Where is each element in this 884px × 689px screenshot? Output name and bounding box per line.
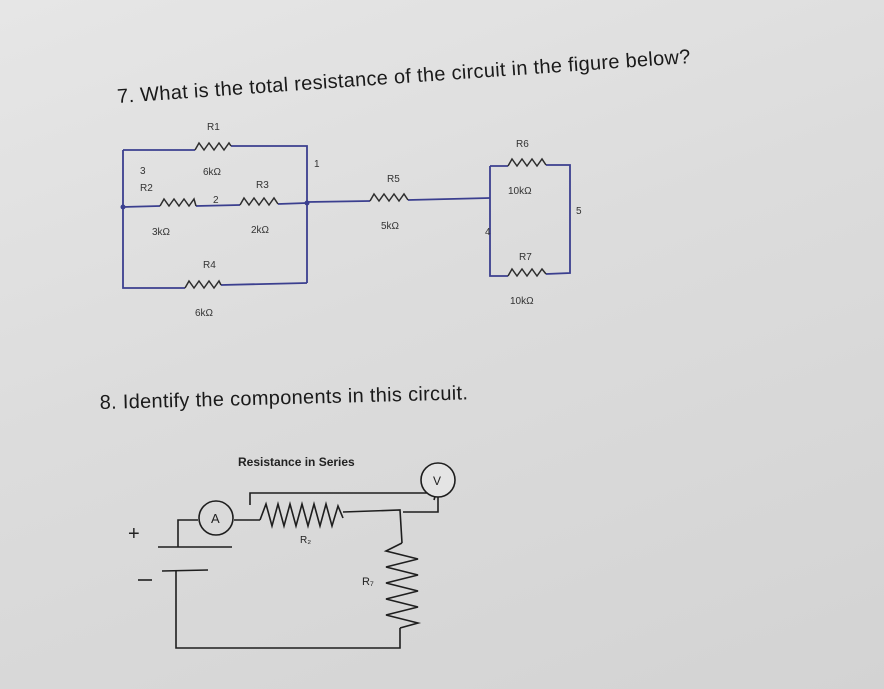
junction-dot [304, 200, 310, 206]
r2-label: R2 [140, 183, 153, 194]
circuit-2-title: Resistance in Series [238, 455, 355, 469]
r1-label: R1 [207, 122, 220, 133]
node-5-label: 5 [576, 206, 582, 217]
node-1-label: 1 [314, 159, 320, 170]
r6-zigzag [507, 157, 547, 168]
node-2-label: 2 [213, 195, 219, 206]
node-4-label: 4 [485, 227, 491, 238]
r5-zigzag [369, 192, 409, 203]
r4-label: R4 [203, 260, 216, 271]
r4-value: 6kΩ [195, 308, 214, 319]
r2-series-label: R₂ [300, 535, 311, 546]
r7-label: R7 [519, 252, 532, 263]
r7-series-zigzag [383, 542, 422, 629]
r2-zigzag [159, 197, 197, 208]
r3-label: R3 [256, 180, 269, 191]
r2-series-zigzag [259, 500, 344, 530]
r6-label: R6 [516, 139, 529, 150]
r1-value: 6kΩ [203, 167, 222, 178]
r1-zigzag [194, 141, 232, 152]
plus-sign: + [128, 523, 140, 545]
ammeter-icon [198, 500, 234, 536]
r2-value: 3kΩ [152, 227, 171, 238]
junction-dot [120, 204, 126, 210]
node-3-label: 3 [140, 166, 146, 177]
r3-value: 2kΩ [251, 225, 270, 236]
voltmeter-label: V [433, 474, 441, 488]
r6-value: 10kΩ [508, 186, 532, 197]
voltmeter-icon [420, 462, 456, 498]
circuit-1-wires [122, 145, 571, 289]
ammeter-label: A [211, 511, 220, 526]
r7-series-label: R₇ [362, 576, 374, 588]
r5-value: 5kΩ [381, 221, 400, 232]
circuit-2-wires [158, 492, 439, 649]
r4-zigzag [184, 279, 222, 290]
circuit-1-resistors [159, 141, 547, 290]
r3-zigzag [239, 196, 279, 207]
r5-label: R5 [387, 174, 400, 185]
r7-zigzag [507, 267, 547, 278]
r7-value: 10kΩ [510, 296, 534, 307]
